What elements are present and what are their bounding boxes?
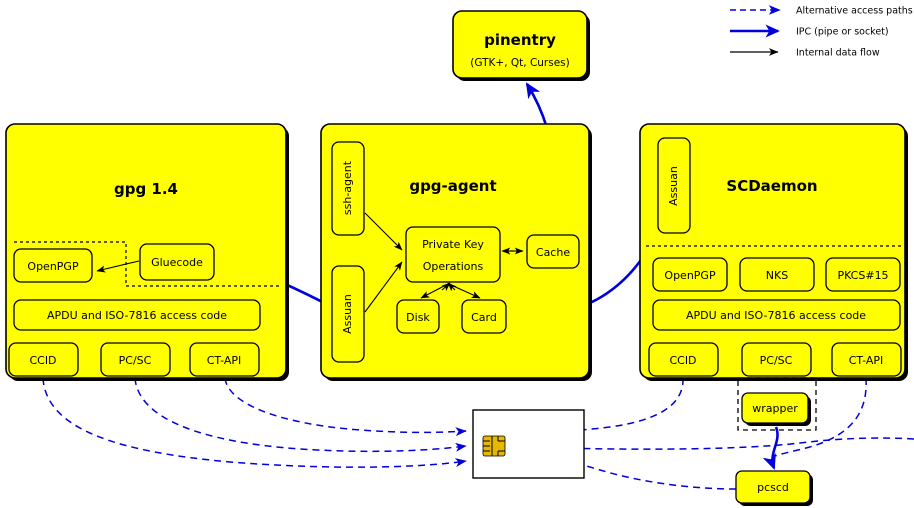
- gpg-agent-card-rect: [461, 299, 507, 334]
- gpg-agent-assuan-rect: [331, 265, 365, 363]
- gpg-gluecode-box[interactable]: Gluecode: [139, 243, 215, 281]
- gpg-title: gpg 1.4: [114, 180, 178, 198]
- scdaemon-app-openpgp[interactable]: OpenPGP: [652, 257, 728, 292]
- gpg-apdu-box[interactable]: APDU and ISO-7816 access code: [13, 299, 261, 331]
- gpg-agent-assuan-label: Assuan: [341, 294, 354, 334]
- gpg-agent-cache-box[interactable]: Cache: [526, 234, 580, 269]
- alt-path-scd-ccid-to-card: [523, 377, 684, 437]
- gpg-agent-pko-label-line1: Private Key: [422, 238, 484, 251]
- alt-path-gpg-pcsc-to-card: [134, 377, 467, 453]
- scdaemon-openpgp-rect: [652, 257, 728, 292]
- gpg-agent-pko-rect: [405, 226, 501, 283]
- scdaemon-pkcs15-rect: [825, 257, 901, 292]
- gpg-ccid-rect: [8, 342, 79, 377]
- smartcard[interactable]: [472, 409, 585, 479]
- legend-label-2: Internal data flow: [796, 48, 880, 59]
- gpg-agent-title: gpg-agent: [409, 177, 496, 195]
- gpg-apdu-label: APDU and ISO-7816 access code: [47, 309, 227, 322]
- gpg-agent-card-box[interactable]: Card: [461, 299, 507, 334]
- scdaemon-nks-label: NKS: [766, 269, 788, 282]
- ipc-wrapper-to-pcscd: [762, 426, 779, 470]
- alt-path-gpg-ccid-to-card: [42, 377, 467, 468]
- legend-item-alternative-access-paths: Alternative access paths: [730, 5, 913, 17]
- scdaemon-pcsc-label: PC/SC: [760, 354, 793, 367]
- scdaemon-apdu-label: APDU and ISO-7816 access code: [686, 309, 866, 322]
- gpg-ccid-label: CCID: [29, 354, 56, 367]
- flow-gluecode-to-openpgp: [96, 260, 140, 273]
- gpg-apdu-rect: [13, 299, 261, 331]
- scdaemon-assuan-rect: [657, 137, 691, 234]
- gpg-agent-ssh-agent-box[interactable]: ssh-agent: [331, 141, 365, 236]
- scdaemon-pkcs15-label: PKCS#15: [837, 269, 888, 282]
- gpg-agent-disk-label: Disk: [406, 311, 430, 324]
- pinentry-box[interactable]: pinentry (GTK+, Qt, Curses): [452, 10, 590, 81]
- gpg-ctapi-label: CT-API: [207, 354, 242, 367]
- scdaemon-ctapi-rect: [831, 342, 902, 377]
- pcscd-label: pcscd: [757, 481, 789, 494]
- gpg-driver-ccid[interactable]: CCID: [8, 342, 79, 377]
- gpg-agent-disk-box[interactable]: Disk: [396, 299, 440, 334]
- pinentry-title: pinentry: [484, 31, 556, 49]
- scdaemon-apdu-box[interactable]: APDU and ISO-7816 access code: [652, 299, 901, 331]
- scdaemon-apdu-rect: [652, 299, 901, 331]
- wrapper-dashed-enclosure: [737, 377, 817, 431]
- wrapper-label: wrapper: [752, 402, 798, 415]
- alt-path-gpg-ctapi-to-card: [224, 377, 467, 437]
- gpg-agent-assuan-box[interactable]: Assuan: [331, 265, 365, 363]
- pinentry-rect: [452, 10, 588, 79]
- pinentry-subtitle: (GTK+, Qt, Curses): [470, 57, 570, 69]
- gpg-gluecode-rect: [139, 243, 215, 281]
- scdaemon-ctapi-label: CT-API: [849, 354, 884, 367]
- gpg-driver-pcsc[interactable]: PC/SC: [100, 342, 171, 377]
- gpg-box[interactable]: gpg 1.4 OpenPGP Gluecode APDU and ISO-78…: [5, 123, 289, 381]
- gpg-openpgp-rect: [13, 248, 93, 283]
- scdaemon-pcsc-rect: [741, 342, 812, 377]
- gpg-openpgp-label: OpenPGP: [27, 260, 79, 273]
- legend-label-0: Alternative access paths: [796, 6, 913, 17]
- gpg-agent-ssh-agent-label: ssh-agent: [341, 160, 354, 215]
- pcscd-box[interactable]: pcscd: [735, 470, 813, 506]
- gpg-openpgp-box[interactable]: OpenPGP: [13, 248, 93, 283]
- scdaemon-ccid-label: CCID: [669, 354, 696, 367]
- gpg-gluecode-label: Gluecode: [151, 256, 203, 269]
- wrapper-rect: [741, 392, 809, 424]
- gpg-driver-ctapi[interactable]: CT-API: [189, 342, 260, 377]
- flow-ssh-agent-to-pko: [364, 212, 403, 251]
- scdaemon-assuan-box[interactable]: Assuan: [657, 137, 691, 234]
- gpg-agent-private-key-operations-box[interactable]: Private Key Operations: [405, 226, 501, 283]
- gpg-agent-card-label: Card: [471, 311, 497, 324]
- pcscd-rect: [735, 470, 811, 504]
- scdaemon-title: SCDaemon: [726, 177, 817, 195]
- wrapper-group[interactable]: wrapper: [737, 377, 817, 431]
- scdaemon-box[interactable]: SCDaemon Assuan OpenPGP NKS PKCS#15 APDU: [639, 123, 908, 381]
- gpg-ctapi-rect: [189, 342, 260, 377]
- legend: Alternative access paths IPC (pipe or so…: [730, 5, 913, 59]
- gpg-agent-disk-rect: [396, 299, 440, 334]
- scdaemon-driver-ccid[interactable]: CCID: [648, 342, 719, 377]
- scdaemon-app-pkcs15[interactable]: PKCS#15: [825, 257, 901, 292]
- gpg-pcsc-label: PC/SC: [119, 354, 152, 367]
- scdaemon-driver-pcsc[interactable]: PC/SC: [741, 342, 812, 377]
- flow-card-to-pko: [447, 282, 457, 292]
- alt-path-scd-ctapi-to-pcscd: [774, 377, 867, 457]
- flow-assuan-to-pko: [364, 261, 403, 313]
- gpg-agent-pko-label-line2: Operations: [423, 260, 484, 273]
- smartcard-chip-icon: [482, 435, 506, 457]
- gpg-agent-box[interactable]: gpg-agent ssh-agent Assuan Private Key O…: [320, 123, 592, 381]
- gpg-agent-cache-rect: [526, 234, 580, 269]
- scdaemon-app-nks[interactable]: NKS: [739, 257, 815, 292]
- scdaemon-nks-rect: [739, 257, 815, 292]
- legend-label-1: IPC (pipe or socket): [796, 27, 889, 38]
- gpg-pcsc-rect: [100, 342, 171, 377]
- legend-item-internal-data-flow: Internal data flow: [730, 48, 880, 59]
- gpg-agent-ssh-agent-rect: [331, 141, 365, 236]
- scdaemon-openpgp-label: OpenPGP: [664, 269, 716, 282]
- scdaemon-assuan-label: Assuan: [667, 166, 680, 206]
- legend-item-ipc: IPC (pipe or socket): [730, 24, 889, 38]
- scdaemon-ccid-rect: [648, 342, 719, 377]
- scdaemon-driver-ctapi[interactable]: CT-API: [831, 342, 902, 377]
- gpg-agent-cache-label: Cache: [536, 246, 570, 259]
